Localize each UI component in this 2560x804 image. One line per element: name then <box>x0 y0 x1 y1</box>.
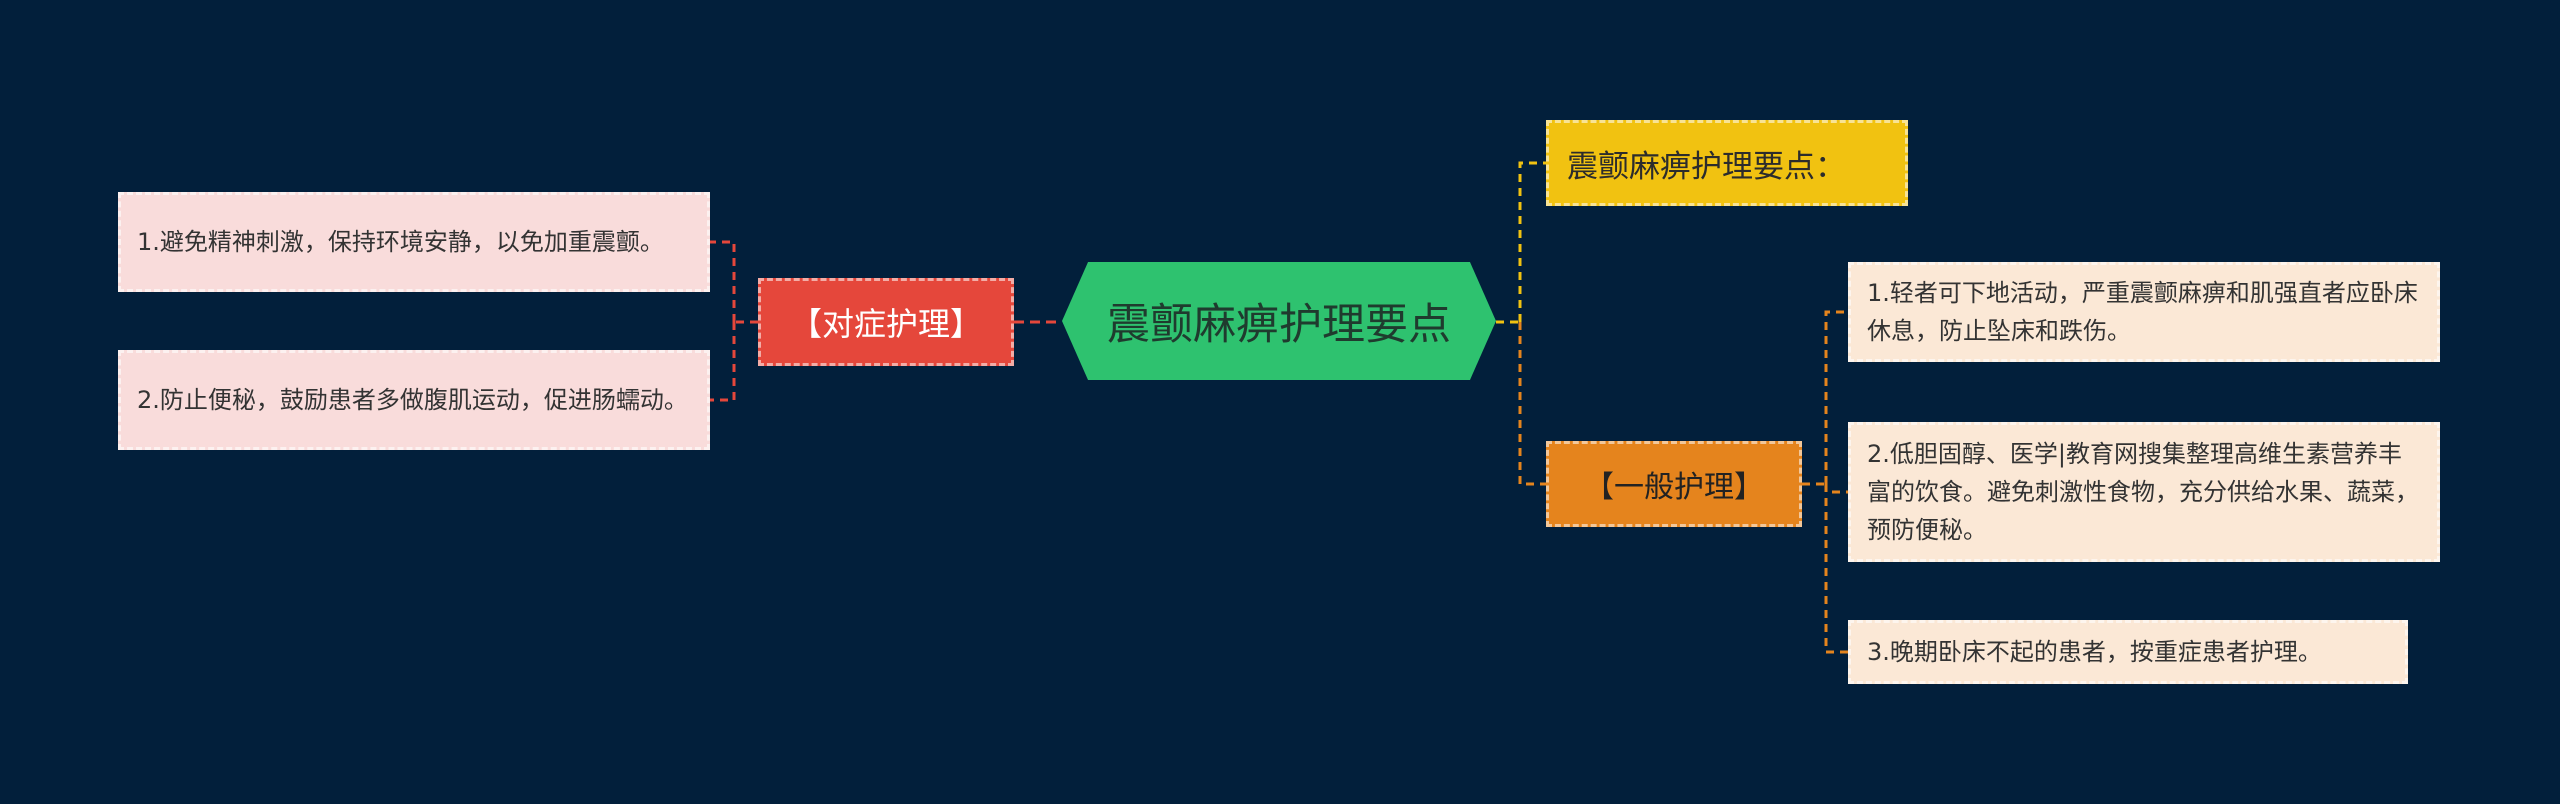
central-topic-label: 震颤麻痹护理要点 <box>1107 300 1451 350</box>
connector-right-leaf-1 <box>1824 310 1848 484</box>
right-summary-label: 震颤麻痹护理要点： <box>1567 148 1846 185</box>
right-leaf-2-text: 2.低胆固醇、医学|教育网搜集整理高维生素营养丰富的饮食。避免刺激性食物，充分供… <box>1867 440 2419 544</box>
right-leaf-1-text: 1.轻者可下地活动，严重震颤麻痹和肌强直者应卧床休息，防止坠床和跌伤。 <box>1867 279 2418 345</box>
branch-general-care[interactable]: 【一般护理】 <box>1546 441 1802 527</box>
connector-right-yellow <box>1518 161 1546 322</box>
connector-right-orange <box>1518 322 1546 486</box>
connector-right-leaf-2 <box>1824 484 1848 494</box>
right-leaf-1[interactable]: 1.轻者可下地活动，严重震颤麻痹和肌强直者应卧床休息，防止坠床和跌伤。 <box>1848 262 2440 362</box>
branch-symptomatic-care-label: 【对症护理】 <box>789 305 982 343</box>
right-leaf-3-text: 3.晚期卧床不起的患者，按重症患者护理。 <box>1867 638 2322 666</box>
branch-symptomatic-care[interactable]: 【对症护理】 <box>758 278 1014 366</box>
left-leaf-2[interactable]: 2.防止便秘，鼓励患者多做腹肌运动，促进肠蠕动。 <box>118 350 710 450</box>
left-leaf-2-text: 2.防止便秘，鼓励患者多做腹肌运动，促进肠蠕动。 <box>137 386 688 414</box>
branch-general-care-label: 【一般护理】 <box>1584 470 1764 505</box>
right-summary-node[interactable]: 震颤麻痹护理要点： <box>1546 120 1908 206</box>
right-leaf-3[interactable]: 3.晚期卧床不起的患者，按重症患者护理。 <box>1848 620 2408 684</box>
connector-left-leaf-1 <box>710 240 736 322</box>
left-leaf-1-text: 1.避免精神刺激，保持环境安静，以免加重震颤。 <box>137 228 664 256</box>
right-leaf-2[interactable]: 2.低胆固醇、医学|教育网搜集整理高维生素营养丰富的饮食。避免刺激性食物，充分供… <box>1848 422 2440 562</box>
left-leaf-1[interactable]: 1.避免精神刺激，保持环境安静，以免加重震颤。 <box>118 192 710 292</box>
central-topic[interactable]: 震颤麻痹护理要点 <box>1062 262 1496 380</box>
connector-left-leaf-2 <box>710 322 736 402</box>
connector-right-leaf-3 <box>1824 484 1848 654</box>
